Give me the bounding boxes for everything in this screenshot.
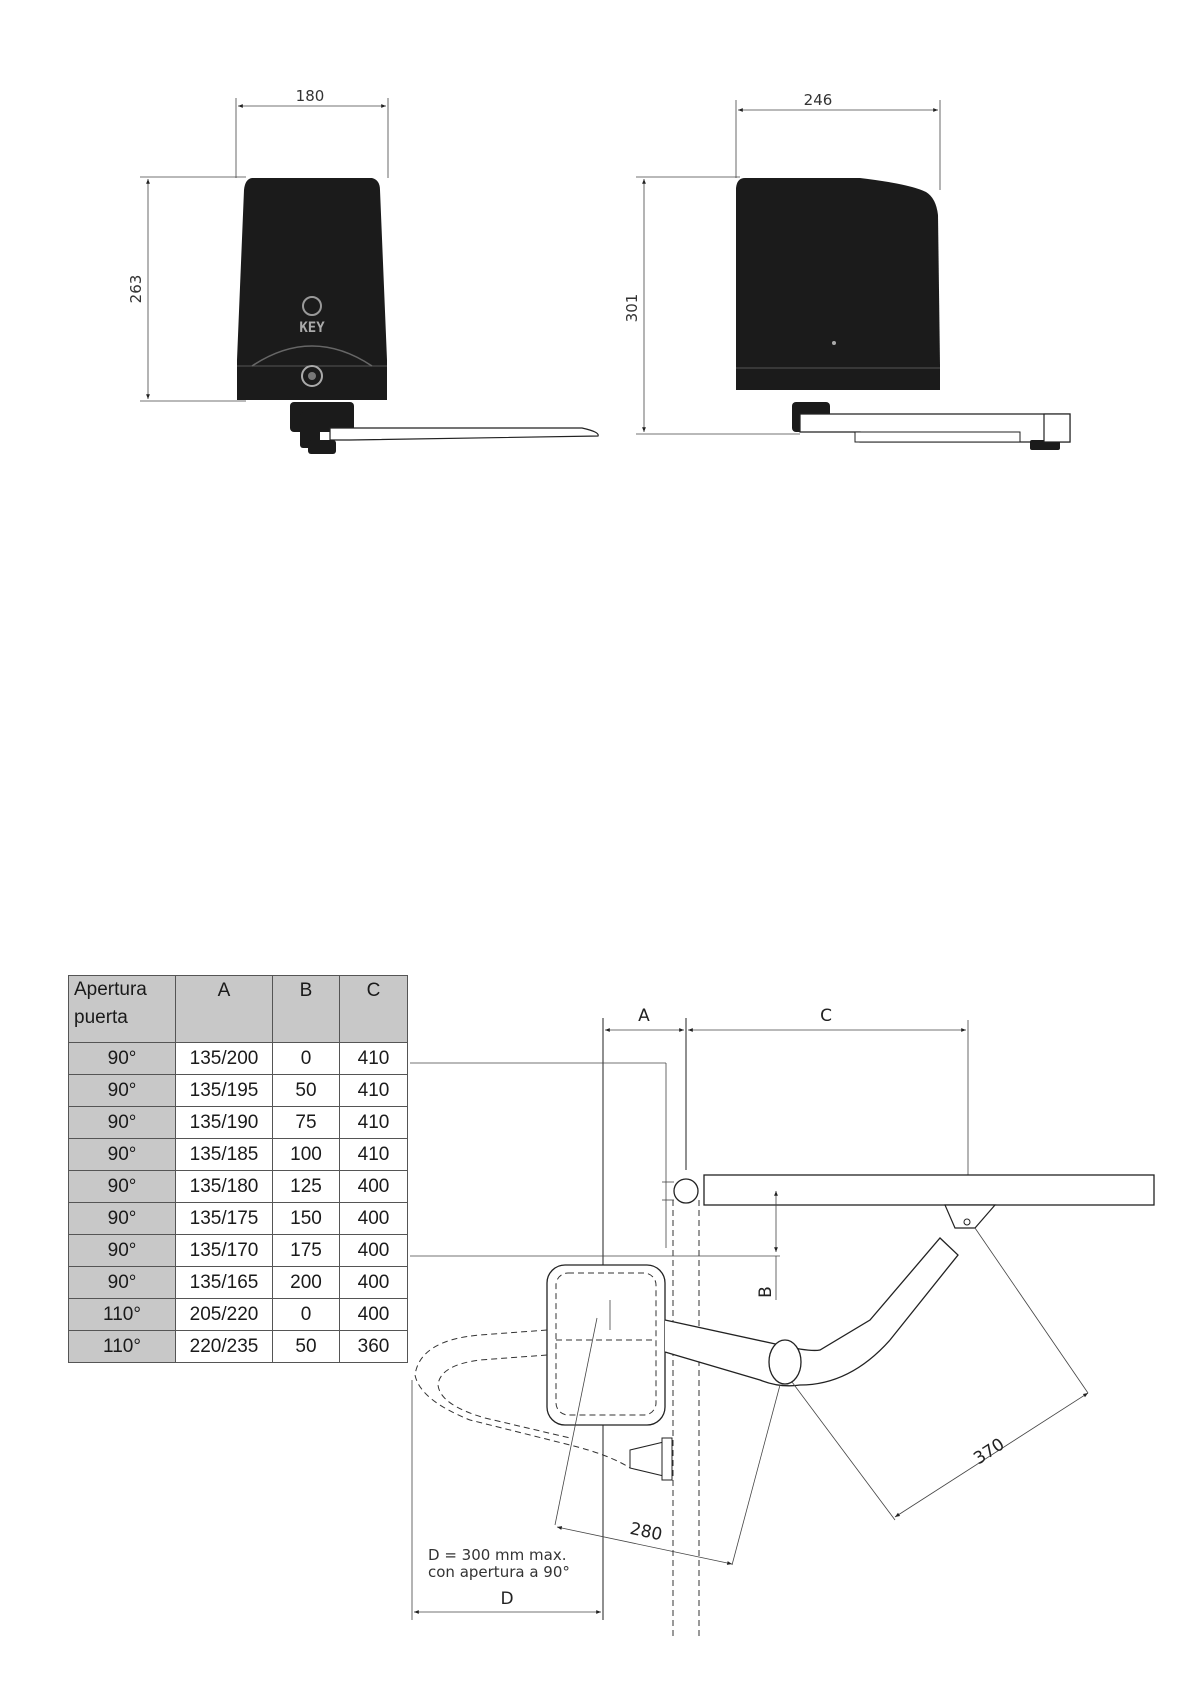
header-c: C — [340, 976, 408, 1043]
header-a: A — [176, 976, 273, 1043]
side-width-label: 246 — [804, 91, 833, 109]
brand-logo: KEY — [299, 320, 325, 336]
side-view: 246 301 — [623, 91, 1070, 450]
label-a: A — [638, 1006, 650, 1026]
note-line2: con apertura a 90° — [428, 1563, 570, 1581]
front-width-label: 180 — [296, 87, 325, 105]
label-c: C — [820, 1006, 832, 1026]
header-b: B — [273, 976, 340, 1043]
front-view: 180 263 KEY — [127, 87, 598, 454]
header-door-opening: Apertura puerta — [69, 976, 176, 1043]
table-header-row: Apertura puerta A B C — [69, 976, 408, 1043]
label-b: B — [756, 1286, 776, 1298]
plan-view: A C B 370 — [410, 1006, 1154, 1640]
label-d: D — [500, 1589, 513, 1609]
front-height-label: 263 — [127, 275, 145, 304]
side-height-label: 301 — [623, 294, 641, 323]
arm-long-label: 370 — [970, 1435, 1008, 1469]
note-line1: D = 300 mm max. — [428, 1546, 567, 1564]
arm-short-label: 280 — [628, 1519, 664, 1545]
